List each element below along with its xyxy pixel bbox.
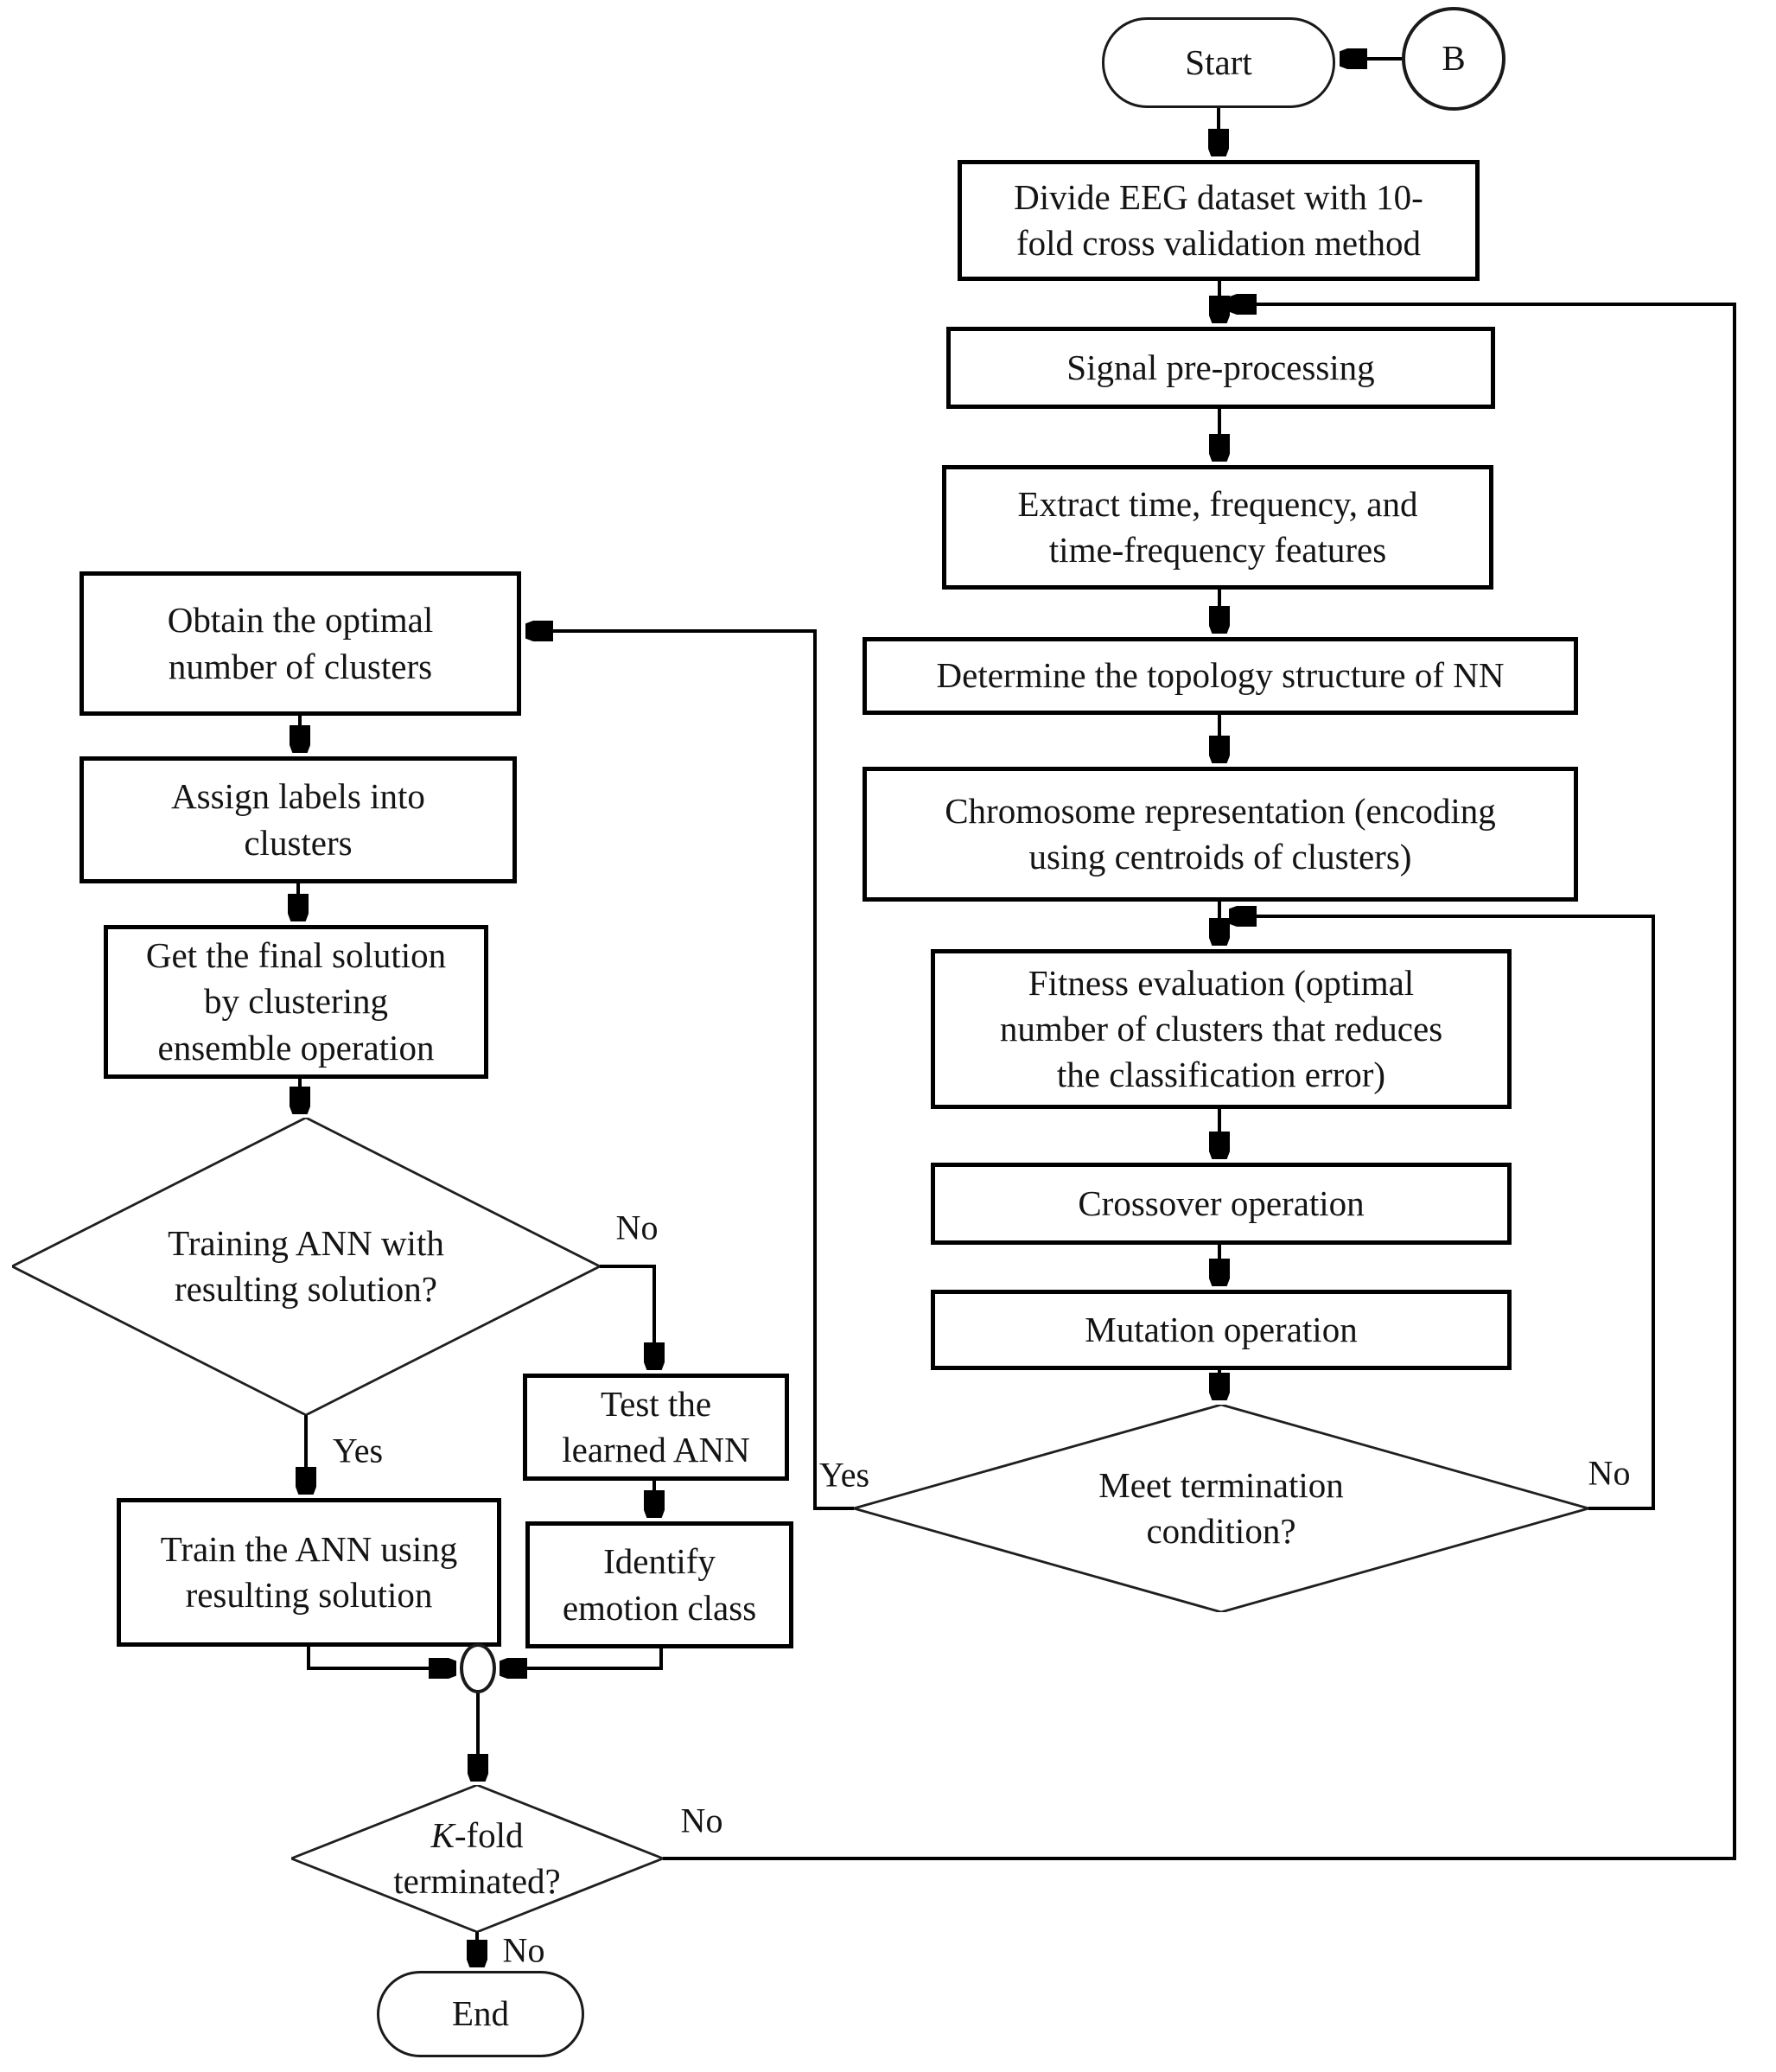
- edge-label-kfold-no-down: No: [502, 1930, 545, 1970]
- node-decision-kfold-terminated: K-fold terminated?: [291, 1785, 663, 1932]
- diamond-shape: [12, 1118, 600, 1415]
- node-merge-connector: [460, 1643, 496, 1693]
- node-chromosome-representation: Chromosome representation (encoding usin…: [863, 767, 1578, 902]
- kfold-rest: -fold terminated?: [393, 1814, 561, 1901]
- node-assign-labels: Assign labels into clusters: [80, 756, 517, 883]
- node-crossover-operation: Crossover operation: [931, 1163, 1512, 1245]
- node-identify-emotion: Identify emotion class: [525, 1521, 793, 1648]
- node-connector-b: B: [1402, 7, 1505, 111]
- edge-label-training-yes: Yes: [332, 1431, 384, 1470]
- node-decision-training-ann: Training ANN with resulting solution?: [12, 1118, 600, 1415]
- diamond-shape: [291, 1785, 663, 1932]
- kfold-italic-k: K: [430, 1814, 455, 1855]
- node-extract-features: Extract time, frequency, and time-freque…: [942, 465, 1493, 590]
- edge-train-to-merge: [307, 1647, 454, 1668]
- node-start: Start: [1102, 17, 1335, 108]
- edge-label-termination-no: No: [1588, 1453, 1631, 1493]
- node-fitness-evaluation: Fitness evaluation (optimal number of cl…: [931, 949, 1512, 1109]
- node-final-solution: Get the final solution by clustering ens…: [104, 925, 488, 1079]
- edge-identify-to-merge: [502, 1648, 663, 1668]
- node-decision-meet-termination: Meet termination condition?: [854, 1405, 1588, 1612]
- node-obtain-clusters: Obtain the optimal number of clusters: [80, 571, 521, 716]
- node-signal-preprocessing: Signal pre-processing: [946, 327, 1495, 409]
- node-divide-dataset: Divide EEG dataset with 10- fold cross v…: [958, 160, 1480, 281]
- node-determine-topology: Determine the topology structure of NN: [863, 637, 1578, 715]
- edge-label-training-no: No: [615, 1208, 659, 1247]
- edge-label-termination-yes: Yes: [818, 1455, 870, 1495]
- node-test-ann: Test the learned ANN: [523, 1374, 789, 1481]
- node-mutation-operation: Mutation operation: [931, 1290, 1512, 1370]
- edge-training-no: [600, 1265, 654, 1368]
- node-train-ann: Train the ANN using resulting solution: [117, 1498, 501, 1647]
- edge-label-kfold-no-right: No: [680, 1801, 723, 1840]
- node-end: End: [377, 1971, 584, 2057]
